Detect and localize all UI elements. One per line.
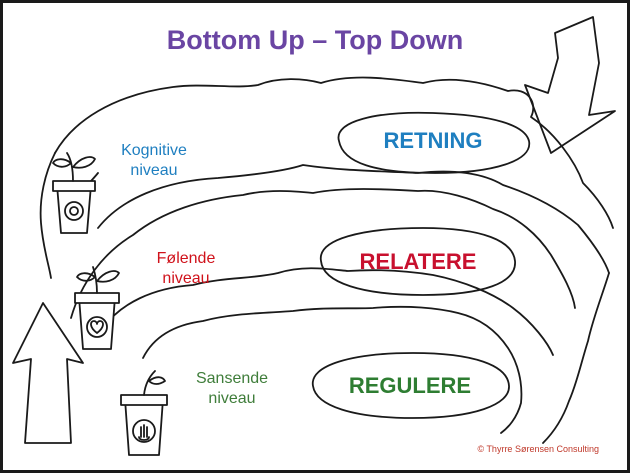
retning-oval-shape — [337, 111, 530, 174]
folende-line2: niveau — [162, 270, 210, 287]
kognitive-level-label: Kognitive niveau — [99, 141, 209, 181]
sansende-line2: niveau — [208, 390, 256, 407]
retning-label: RETNING — [383, 128, 483, 153]
sensing-mound-outline — [142, 305, 523, 434]
relatere-label: RELATERE — [359, 249, 477, 274]
regulere-label: REGULERE — [348, 373, 472, 398]
copyright-notice: © Thyrre Sørensen Consulting — [477, 444, 599, 454]
right-edge-outline — [542, 272, 610, 444]
feeling-mound-outline — [70, 188, 576, 319]
pot-cognitive — [52, 152, 96, 234]
arrow-down-shape — [524, 16, 616, 154]
feeling-mound-inner — [102, 267, 554, 356]
diagram-artwork — [12, 16, 616, 456]
arrow-up-shape — [12, 302, 84, 444]
slide-title: Bottom Up – Top Down — [166, 25, 464, 55]
kognitive-line2: niveau — [130, 162, 178, 179]
pot-sensing — [120, 370, 168, 456]
sansende-level-label: Sansende niveau — [177, 369, 287, 409]
folende-line1: Følende — [156, 250, 216, 267]
left-edge-outline — [39, 152, 56, 279]
relatere-oval-shape — [320, 227, 516, 296]
pot-feeling — [74, 266, 120, 350]
slide: Bottom Up – Top Down RETNING RELATERE RE… — [3, 3, 627, 470]
folende-level-label: Følende niveau — [131, 249, 241, 289]
regulere-oval-shape — [312, 352, 510, 419]
sansende-line1: Sansende — [195, 370, 269, 387]
kognitive-line1: Kognitive — [121, 142, 187, 159]
